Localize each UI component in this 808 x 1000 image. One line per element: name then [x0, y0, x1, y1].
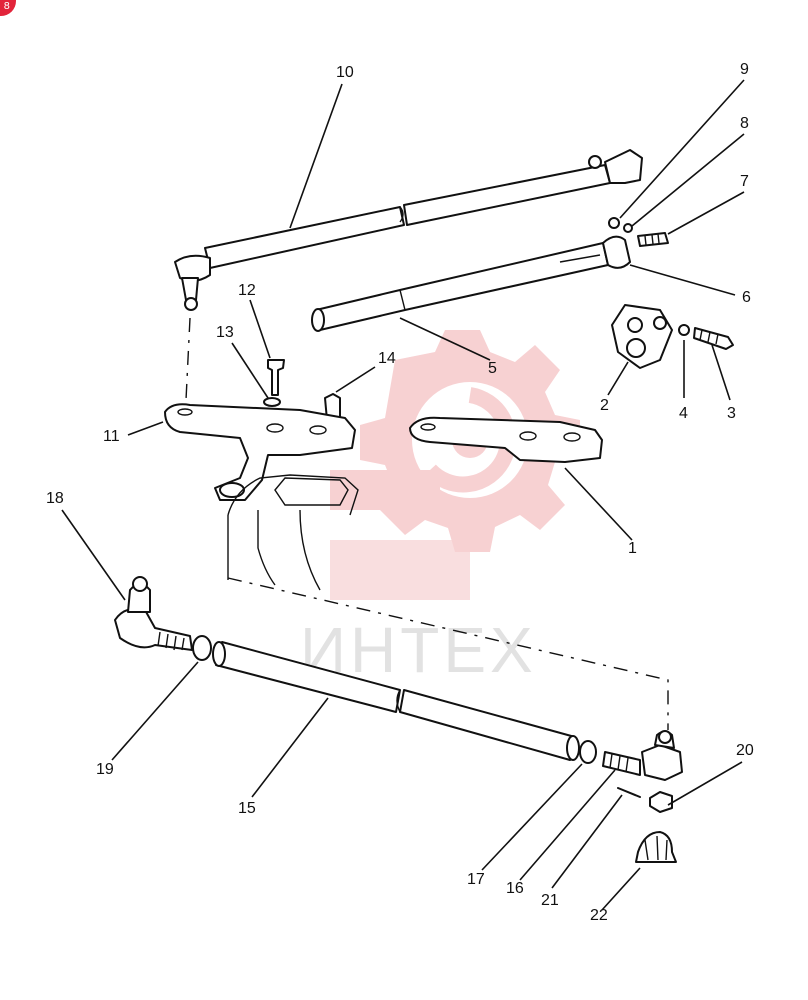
- callout-8: 8: [740, 115, 749, 132]
- watermark-gear-logo: [330, 330, 580, 600]
- callout-3: 3: [727, 405, 736, 422]
- callout-19: 19: [96, 761, 114, 778]
- callout-22: 22: [590, 907, 608, 924]
- callout-2: 2: [600, 397, 609, 414]
- right-tie-rod-end: [641, 730, 683, 781]
- callout-13: 13: [216, 324, 234, 341]
- callout-10: 10: [336, 64, 354, 81]
- callout-11: 11: [103, 428, 120, 445]
- part-2-clamp: [611, 304, 673, 369]
- callout-7: 7: [740, 173, 749, 190]
- callout-4: 4: [679, 405, 688, 422]
- parts-7-8-9-hardware: [608, 217, 669, 247]
- parts-16-17: [579, 740, 641, 776]
- corner-badge-text: 8: [3, 1, 10, 12]
- callout-5: 5: [488, 360, 497, 377]
- part-18-tie-rod-end: [114, 576, 193, 651]
- part-15-tie-rod: [212, 641, 580, 761]
- part-1-steering-arm: [409, 416, 603, 463]
- callout-20: 20: [736, 742, 754, 759]
- callout-16: 16: [506, 880, 524, 897]
- part-10-drag-link: [174, 149, 643, 311]
- parts-3-4-bolt-washer: [678, 324, 734, 350]
- callout-14: 14: [378, 350, 396, 367]
- callout-9: 9: [740, 61, 749, 78]
- callout-6: 6: [742, 289, 751, 306]
- callout-labels: 10 9 8 7 6 5 2 4 3 12 13 14 11 1 18 19 1…: [46, 61, 754, 924]
- alignment-line-upper: [185, 317, 191, 401]
- part-19-nut: [192, 635, 212, 661]
- callout-15: 15: [238, 800, 256, 817]
- callout-12: 12: [238, 282, 256, 299]
- callout-18: 18: [46, 490, 64, 507]
- leader-lines: [61, 79, 745, 911]
- callout-17: 17: [467, 871, 485, 888]
- part-11-steering-arm: [164, 403, 356, 501]
- alignment-line-lower: [227, 577, 669, 730]
- parts-20-21-22: [617, 787, 677, 863]
- part-5-6-drag-tube: [311, 235, 631, 332]
- callout-21: 21: [541, 892, 559, 909]
- axle-housing-outline: [227, 474, 359, 591]
- callout-1: 1: [628, 540, 637, 557]
